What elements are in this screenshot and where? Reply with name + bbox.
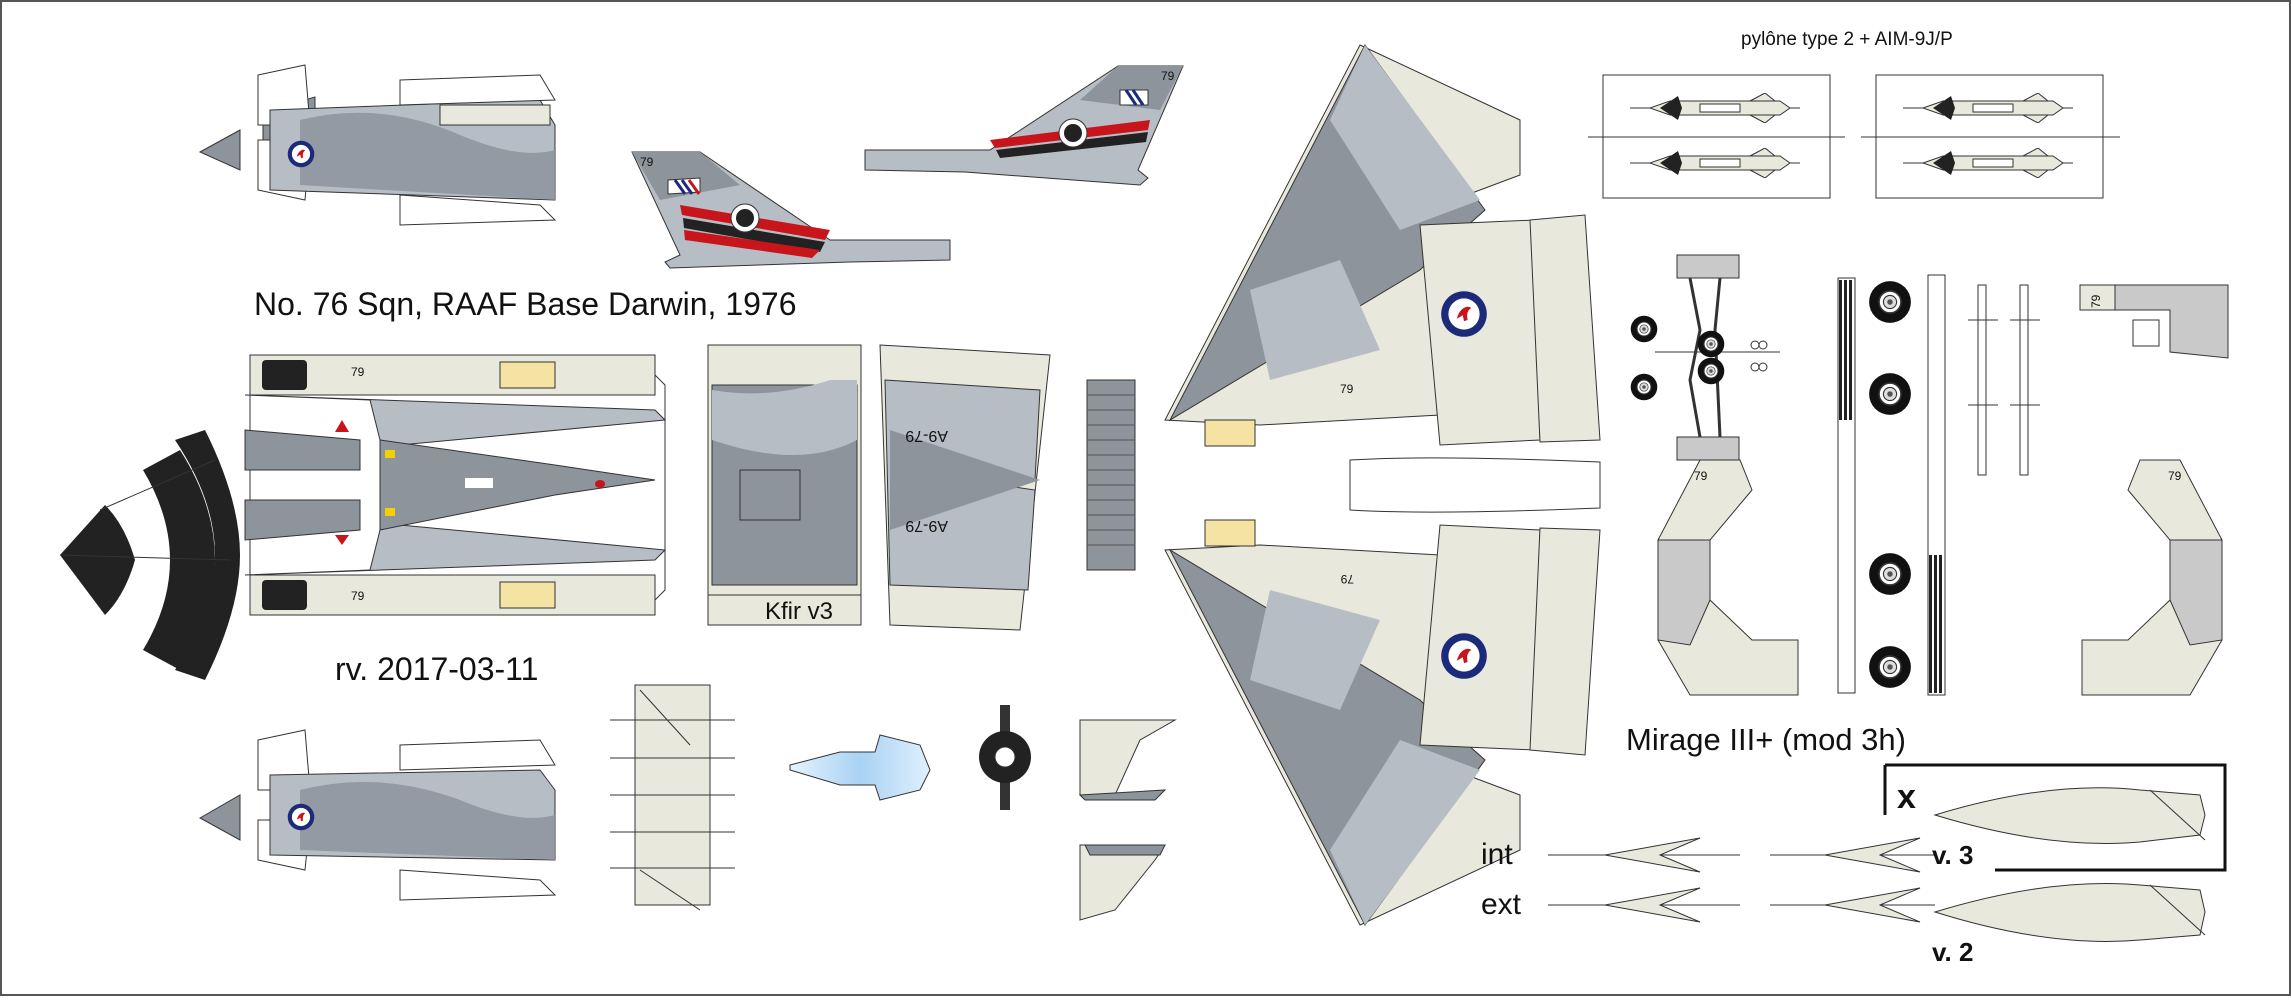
wing-centre-rib [1349, 457, 1601, 513]
model-title: Mirage III+ (mod 3h) [1626, 722, 1906, 757]
x-marker: x [1897, 778, 1916, 816]
kfir-label: Kfir v3 [765, 598, 834, 625]
ventral-strake-part [610, 684, 735, 911]
intake-strip [1086, 379, 1136, 571]
v2-label: v. 2 [1932, 937, 1974, 967]
fin-left [631, 151, 951, 269]
fuselage-top-lower [198, 729, 557, 901]
ext-label: ext [1481, 888, 1522, 921]
gear-doors [1657, 459, 2223, 696]
v3-label: v. 3 [1932, 840, 1974, 870]
int-label: int [1481, 838, 1513, 871]
canopy-part [789, 734, 931, 801]
fuselage-serial-top: 79 [351, 365, 365, 379]
serial-rotated-2: A9-79 [905, 517, 948, 534]
wing-upper-serial: 79 [1340, 382, 1354, 396]
nozzle-rings [59, 430, 240, 680]
fuselage-unfold [244, 354, 667, 616]
pylon-missile-boxes [1588, 74, 2120, 199]
kfir-panel [707, 344, 862, 626]
landing-gear-parts [1630, 254, 2229, 696]
fin-right [864, 65, 1184, 186]
wing-lower-serial: 79 [1340, 572, 1354, 586]
fuselage-top-upper [198, 64, 557, 226]
engine-face [979, 705, 1031, 810]
wing-upper [1164, 44, 1601, 447]
serial-rotated-1: A9-79 [905, 427, 948, 444]
squadron-title: No. 76 Sqn, RAAF Base Darwin, 1976 [254, 286, 797, 322]
fuel-line-parts [1548, 837, 1935, 923]
fuselage-serial-bottom: 79 [351, 589, 365, 603]
tank-parts [1883, 763, 2227, 942]
pylon-label: pylône type 2 + AIM-9J/P [1741, 29, 1953, 50]
small-fin-parts [1078, 719, 1177, 921]
fuselage-nose-panel [879, 344, 1051, 631]
fin-right-serial: 79 [1161, 69, 1175, 83]
wing-lower [1164, 519, 1601, 926]
gear-serial: 79 [2089, 294, 2103, 308]
revision-date: rv. 2017-03-11 [335, 651, 539, 687]
fin-left-serial: 79 [640, 155, 654, 169]
door-serial-right: 79 [2168, 469, 2182, 483]
door-serial-left: 79 [1694, 469, 1708, 483]
